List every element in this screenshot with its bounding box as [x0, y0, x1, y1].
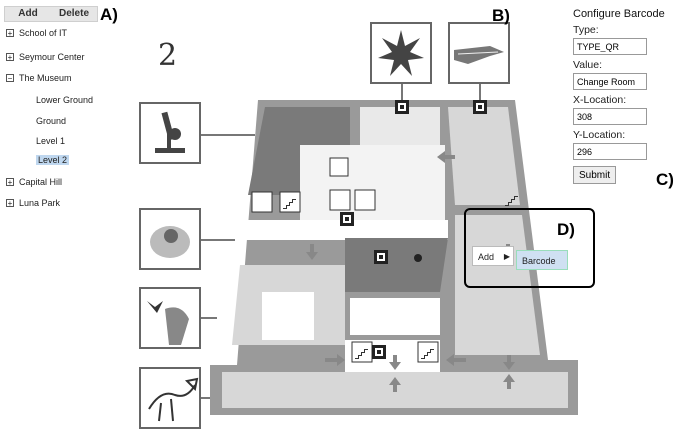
submit-button[interactable]: Submit: [573, 166, 617, 184]
value-field[interactable]: [573, 73, 647, 90]
delete-button[interactable]: Delete: [58, 8, 89, 19]
context-menu-add[interactable]: Add ▶: [472, 246, 514, 266]
qr-barcodes[interactable]: [340, 100, 487, 359]
dinosaur-skeleton-icon[interactable]: [139, 367, 201, 429]
type-label: Type:: [573, 24, 599, 36]
tree-item-lower-ground[interactable]: Lower Ground: [36, 95, 93, 105]
callout-b: B): [492, 6, 510, 25]
tree-toolbar: Add Delete: [4, 6, 98, 22]
expand-icon[interactable]: +: [6, 178, 14, 187]
expand-icon[interactable]: +: [6, 53, 14, 62]
butterfly-dinosaur-icon[interactable]: [139, 287, 201, 349]
context-menu-barcode[interactable]: Barcode: [516, 250, 568, 270]
tree-item-level-2[interactable]: Level 2: [36, 155, 70, 165]
qr-barcode[interactable]: [374, 250, 388, 264]
room-dark-center: [345, 238, 448, 292]
room-center-white: [350, 298, 440, 335]
callout-c: C): [656, 170, 674, 189]
tree-item-seymour-center[interactable]: + Seymour Center: [6, 52, 85, 62]
baby-change-icon: [414, 254, 422, 262]
crocodile-icon[interactable]: [448, 22, 510, 84]
y-location-field[interactable]: [573, 143, 647, 160]
y-location-label: Y-Location:: [573, 129, 626, 141]
tree-item-label: Level 1: [36, 136, 66, 146]
tree-item-label: Seymour Center: [19, 52, 85, 62]
direction-arrows: [306, 151, 515, 392]
tree-item-label: Capital Hill: [19, 177, 63, 187]
panel-title: Configure Barcode: [573, 8, 665, 20]
tree-item-label: Ground: [36, 116, 67, 126]
corridor-upper: [245, 220, 448, 240]
qr-barcode[interactable]: [395, 100, 409, 114]
callout-d: D): [557, 220, 575, 239]
tree-item-luna-park[interactable]: + Luna Park: [6, 198, 60, 208]
add-button[interactable]: Add: [18, 8, 38, 19]
star-icon[interactable]: [370, 22, 432, 84]
context-menu-add-label: Add: [478, 252, 495, 262]
expand-icon[interactable]: +: [6, 29, 14, 38]
qr-barcode[interactable]: [473, 100, 487, 114]
tree-item-level-1[interactable]: Level 1: [36, 136, 65, 146]
tree-item-the-museum[interactable]: − The Museum: [6, 73, 72, 83]
hands-icon[interactable]: [139, 208, 201, 270]
qr-barcode[interactable]: [340, 212, 354, 226]
microscope-icon[interactable]: [139, 102, 201, 164]
room-top-right: [448, 107, 520, 205]
configure-barcode-panel: Configure Barcode Type: Value: X-Locatio…: [573, 8, 688, 184]
expand-icon[interactable]: +: [6, 199, 14, 208]
submenu-arrow-icon: ▶: [503, 252, 510, 261]
type-field[interactable]: [573, 38, 647, 55]
tree-item-ground[interactable]: Ground: [36, 116, 66, 126]
tree-item-label: Lower Ground: [36, 95, 94, 105]
value-label: Value:: [573, 59, 602, 71]
floor-number: 2: [158, 38, 178, 73]
tree-item-school-of-it[interactable]: + School of IT: [6, 28, 67, 38]
stair-glyphs: [283, 196, 518, 359]
callout-a: A): [100, 5, 118, 24]
context-menu-highlight: [464, 208, 595, 288]
tree-item-label: School of IT: [19, 28, 68, 38]
tree-item-label-selected: Level 2: [36, 155, 70, 165]
qr-barcode[interactable]: [372, 345, 386, 359]
room-left-inner: [262, 292, 314, 340]
collapse-icon[interactable]: −: [6, 74, 14, 83]
x-location-field[interactable]: [573, 108, 647, 125]
tree-item-label: Luna Park: [19, 198, 61, 208]
x-location-label: X-Location:: [573, 94, 627, 106]
tree-item-capital-hill[interactable]: + Capital Hill: [6, 177, 62, 187]
tree-item-label: The Museum: [19, 73, 72, 83]
